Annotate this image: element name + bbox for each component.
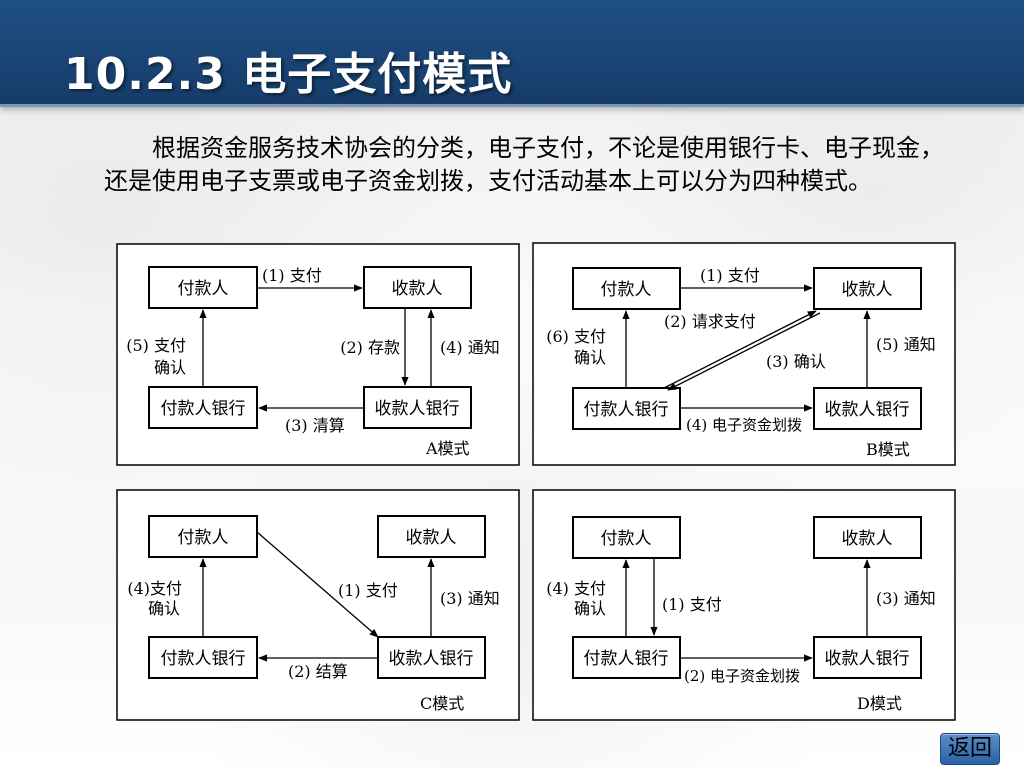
diagram-d-payee-bank: 收款人银行 (825, 649, 910, 669)
diagram-c-payee-box (377, 515, 486, 558)
diagram-a-payee-box (363, 266, 472, 309)
diagram-c-label-4b: 确认 (148, 599, 180, 618)
diagram-a-caption: A模式 (425, 439, 470, 458)
diagram-a-payee-bank-box (363, 386, 472, 429)
diagram-a-label-3: (3) 清算 (285, 416, 345, 435)
diagram-b-payee-bank: 收款人银行 (825, 400, 910, 420)
diagram-a-payer-bank: 付款人银行 (161, 399, 246, 419)
diagram-c-payer: 付款人 (178, 528, 229, 548)
diagram-a-payee: 收款人 (392, 279, 443, 299)
diagram-b-payer-bank: 付款人银行 (584, 400, 669, 420)
diagram-c-caption: C模式 (420, 694, 464, 713)
diagram-d-label-4a: (4) 支付 (546, 579, 606, 598)
diagram-c-payer-bank: 付款人银行 (161, 649, 246, 669)
diagram-c-label-1: (1) 支付 (338, 581, 398, 600)
diagram-b-label-1: (1) 支付 (700, 266, 760, 285)
diagram-d-label-4b: 确认 (574, 599, 606, 618)
page-title: 10.2.3 电子支付模式 (64, 49, 513, 100)
diagram-d-label-3: (3) 通知 (876, 589, 936, 608)
diagram-b-label-3: (3) 确认 (766, 352, 826, 371)
diagram-d-label-1: (1) 支付 (662, 595, 722, 614)
diagram-c-label-4a: (4)支付 (127, 579, 182, 598)
intro-paragraph: 根据资金服务技术协会的分类，电子支付，不论是使用银行卡、电子现金，还是使用电子支… (104, 134, 944, 195)
diagram-c-payer-box (148, 515, 258, 558)
diagram-b-payee: 收款人 (842, 280, 893, 300)
diagram-b-payer-bank-box (572, 387, 681, 430)
diagram-b-payer: 付款人 (601, 280, 652, 300)
diagram-d-payee-box (813, 516, 922, 559)
diagram-d-caption: D模式 (857, 694, 902, 713)
diagram-c-arrow-1 (256, 531, 379, 638)
diagram-a-payer-bank-box (148, 386, 258, 429)
diagram-c: 付款人 收款人 付款人银行 收款人银行 (1) 支付 (2) 结算 (3) 通知… (116, 489, 520, 721)
diagram-b-arrow-3 (667, 312, 821, 391)
diagram-a: 付款人 收款人 付款人银行 收款人银行 (1) 支付 (2) 存款 (4) 通知… (116, 243, 520, 466)
diagram-c-payee-bank: 收款人银行 (389, 649, 474, 669)
diagram-b-arrow-2 (663, 310, 817, 389)
diagram-b-label-2: (2) 请求支付 (664, 312, 756, 331)
back-button[interactable]: 返回 (940, 733, 1000, 765)
diagram-c-payee: 收款人 (406, 528, 457, 548)
diagram-d-payee-bank-box (813, 636, 922, 679)
diagram-b-label-6b: 确认 (574, 348, 606, 367)
diagram-b-label-4: (4) 电子资金划拨 (686, 416, 802, 434)
diagram-d: 付款人 收款人 付款人银行 收款人银行 (1) 支付 (2) 电子资金划拨 (3… (532, 489, 956, 721)
diagram-d-payer-bank: 付款人银行 (584, 649, 669, 669)
diagram-b-caption: B模式 (866, 440, 910, 459)
diagram-a-label-4: (4) 通知 (440, 338, 500, 357)
diagram-b-payer-box (572, 267, 681, 310)
diagram-a-label-5b: 确认 (154, 358, 186, 377)
diagram-a-payee-bank: 收款人银行 (375, 399, 460, 419)
diagram-d-payer-box (572, 516, 681, 559)
diagram-c-payee-bank-box (377, 636, 486, 679)
diagram-c-label-3: (3) 通知 (440, 589, 500, 608)
diagram-c-payer-bank-box (148, 636, 258, 679)
diagram-a-label-5a: (5) 支付 (126, 336, 186, 355)
diagram-a-label-1: (1) 支付 (262, 266, 322, 285)
diagram-d-label-2: (2) 电子资金划拨 (684, 667, 800, 685)
diagram-d-payee: 收款人 (842, 529, 893, 549)
diagram-c-label-2: (2) 结算 (288, 662, 348, 681)
diagram-b-label-5: (5) 通知 (876, 335, 936, 354)
title-bar: 10.2.3 电子支付模式 (0, 0, 1024, 107)
diagram-a-payer: 付款人 (178, 279, 229, 299)
diagram-d-payer: 付款人 (601, 529, 652, 549)
diagram-b: 付款人 收款人 付款人银行 收款人银行 (1) 支付 (2) 请求支付 (3) … (532, 242, 956, 466)
diagram-b-payee-box (813, 267, 922, 310)
diagram-b-label-6a: (6) 支付 (546, 327, 606, 346)
diagram-a-label-2: (2) 存款 (340, 338, 400, 357)
